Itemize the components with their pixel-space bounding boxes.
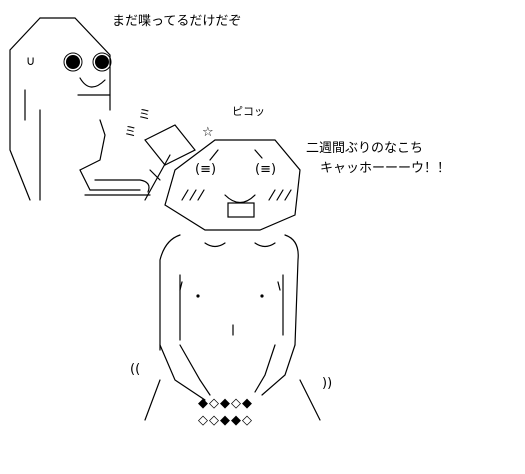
mi-glyph-2: ミ bbox=[124, 125, 138, 140]
speech-top-left: まだ喋ってるだけだぞ bbox=[112, 14, 242, 29]
left-character-arm bbox=[79, 119, 141, 191]
nipple-left bbox=[196, 294, 200, 298]
sound-effect: ピコッ bbox=[232, 105, 265, 118]
left-character-glyph: ∪ bbox=[26, 54, 36, 69]
toy-hammer bbox=[144, 124, 196, 166]
motion-lines-left: (( bbox=[130, 362, 141, 377]
pattern-row-1: ◆◇◆◇◆ bbox=[198, 396, 253, 411]
right-character-eye-left: (≡) bbox=[195, 162, 217, 177]
motion-lines-right: )) bbox=[322, 376, 333, 391]
left-character-head bbox=[39, 17, 111, 111]
pattern-row-2: ◇◇◆◆◇ bbox=[198, 413, 253, 428]
speech-line-2: キャッホーーーウ！！ bbox=[320, 161, 451, 176]
right-character-body bbox=[159, 234, 181, 351]
left-character-eye-right bbox=[95, 55, 109, 69]
right-character-mouth bbox=[227, 202, 255, 218]
left-character-back bbox=[9, 17, 41, 201]
nipple-right bbox=[260, 294, 264, 298]
mi-glyph-1: ミ bbox=[138, 108, 152, 123]
right-character-eye-right: (≡) bbox=[255, 162, 277, 177]
star-icon: ☆ bbox=[202, 125, 214, 140]
right-character-head bbox=[164, 139, 301, 231]
left-character-eye-left bbox=[66, 55, 80, 69]
speech-line-1: 二週間ぶりのなこち bbox=[306, 141, 424, 156]
